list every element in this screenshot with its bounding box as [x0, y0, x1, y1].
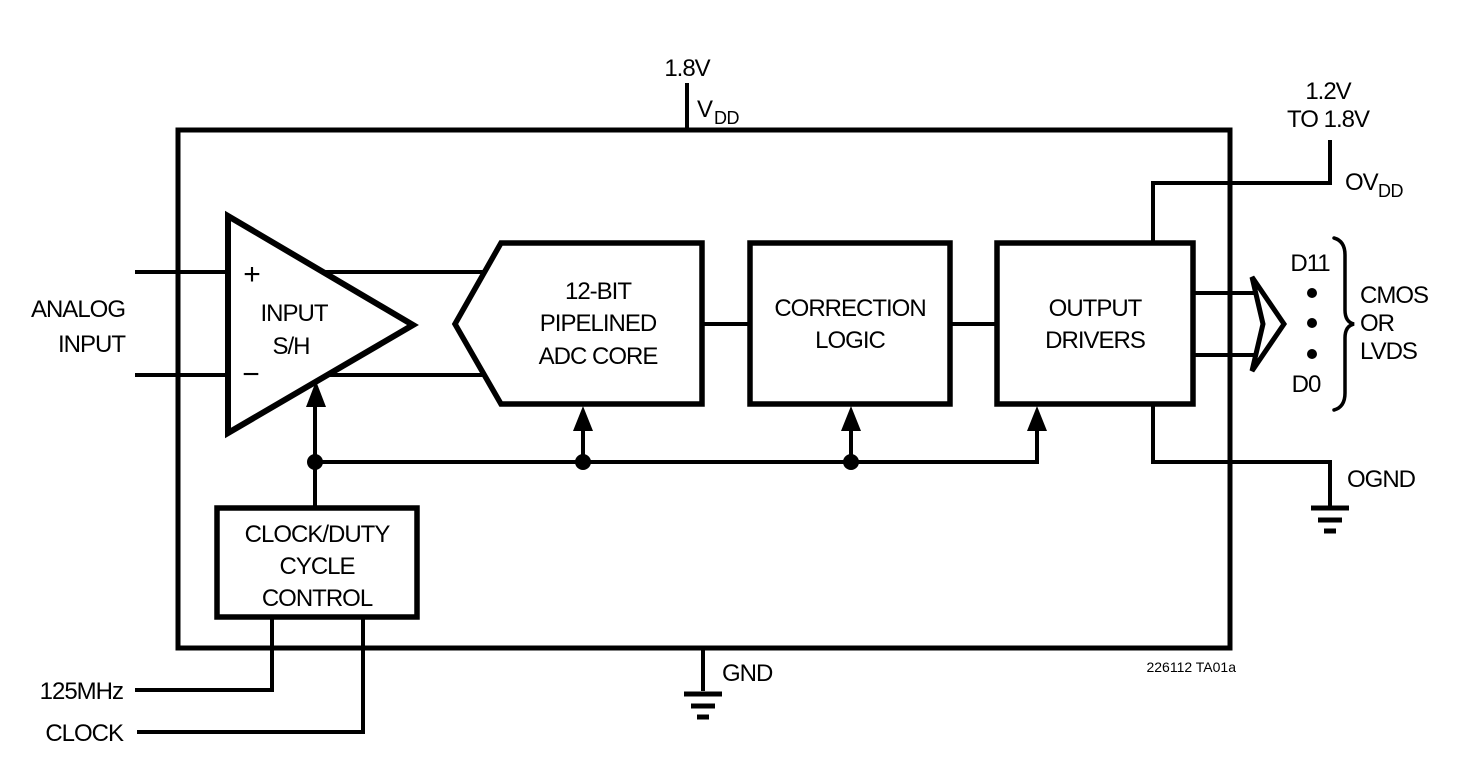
plus-sign: + [243, 258, 261, 291]
bus-mode-label-line3: LVDS [1360, 338, 1417, 365]
bus-brace [1332, 236, 1355, 412]
arrowhead-to-adc [573, 406, 593, 431]
adc-core-label-line2: PIPELINED [540, 310, 657, 337]
analog-input-label-line1: ANALOG [31, 296, 125, 323]
bus-ellipsis-dot [1307, 318, 1317, 328]
adc-core-label-line1: 12-BIT [565, 278, 632, 305]
minus-sign: − [242, 358, 260, 391]
output-drivers-block [994, 240, 1196, 407]
bus-bit-low-label: D0 [1292, 371, 1321, 398]
freq-input-label: 125MHz [40, 678, 123, 705]
ovdd-voltage-line2: TO 1.8V [1287, 106, 1370, 133]
correction-logic-block [747, 240, 953, 407]
ognd-ground-icon [1311, 505, 1349, 534]
sample-hold-label-line2: S/H [272, 333, 309, 360]
junction-dot [307, 454, 323, 470]
bus-mode-label-line2: OR [1360, 310, 1395, 337]
bus-arrow-icon [1249, 275, 1288, 373]
bus-ellipsis-dot [1307, 288, 1317, 298]
clock-input-label: CLOCK [45, 720, 124, 747]
gnd-ground-icon [684, 691, 722, 720]
junction-dot [843, 454, 859, 470]
ovdd-voltage-line1: 1.2V [1305, 78, 1351, 105]
ovdd-pin-label: OV [1345, 169, 1379, 196]
bus-bit-high-label: D11 [1290, 250, 1330, 277]
output-drivers-label-line1: OUTPUT [1049, 295, 1143, 322]
vdd-voltage-label: 1.8V [664, 55, 710, 82]
bus-ellipsis-dot [1307, 349, 1317, 359]
vdd-pin-label: V [697, 96, 713, 123]
analog-input-label-line2: INPUT [58, 331, 126, 358]
sample-hold-label-line1: INPUT [261, 300, 329, 327]
adc-core-block [451, 240, 705, 407]
clock-control-label-line2: CYCLE [279, 553, 354, 580]
clock-control-block [214, 505, 420, 620]
ovdd-pin-subscript: DD [1378, 181, 1403, 201]
ognd-pin-label: OGND [1347, 466, 1416, 493]
figure-code: 226112 TA01a [1146, 659, 1236, 675]
correction-logic-label-line2: LOGIC [815, 327, 885, 354]
correction-logic-label-line1: CORRECTION [774, 295, 925, 322]
bus-mode-label-line1: CMOS [1360, 282, 1428, 309]
junction-dot [575, 454, 591, 470]
clock-control-label-line3: CONTROL [262, 585, 373, 612]
adc-core-label-line3: ADC CORE [539, 343, 658, 370]
output-drivers-label-line2: DRIVERS [1045, 327, 1145, 354]
gnd-pin-label: GND [722, 660, 773, 687]
clock-control-label-line1: CLOCK/DUTY [245, 521, 391, 548]
arrowhead-to-sh [306, 381, 326, 407]
arrowhead-to-drivers [1027, 406, 1047, 431]
vdd-pin-subscript: DD [714, 108, 739, 128]
sample-hold-triangle [225, 210, 419, 439]
arrowhead-to-correction [841, 406, 861, 431]
